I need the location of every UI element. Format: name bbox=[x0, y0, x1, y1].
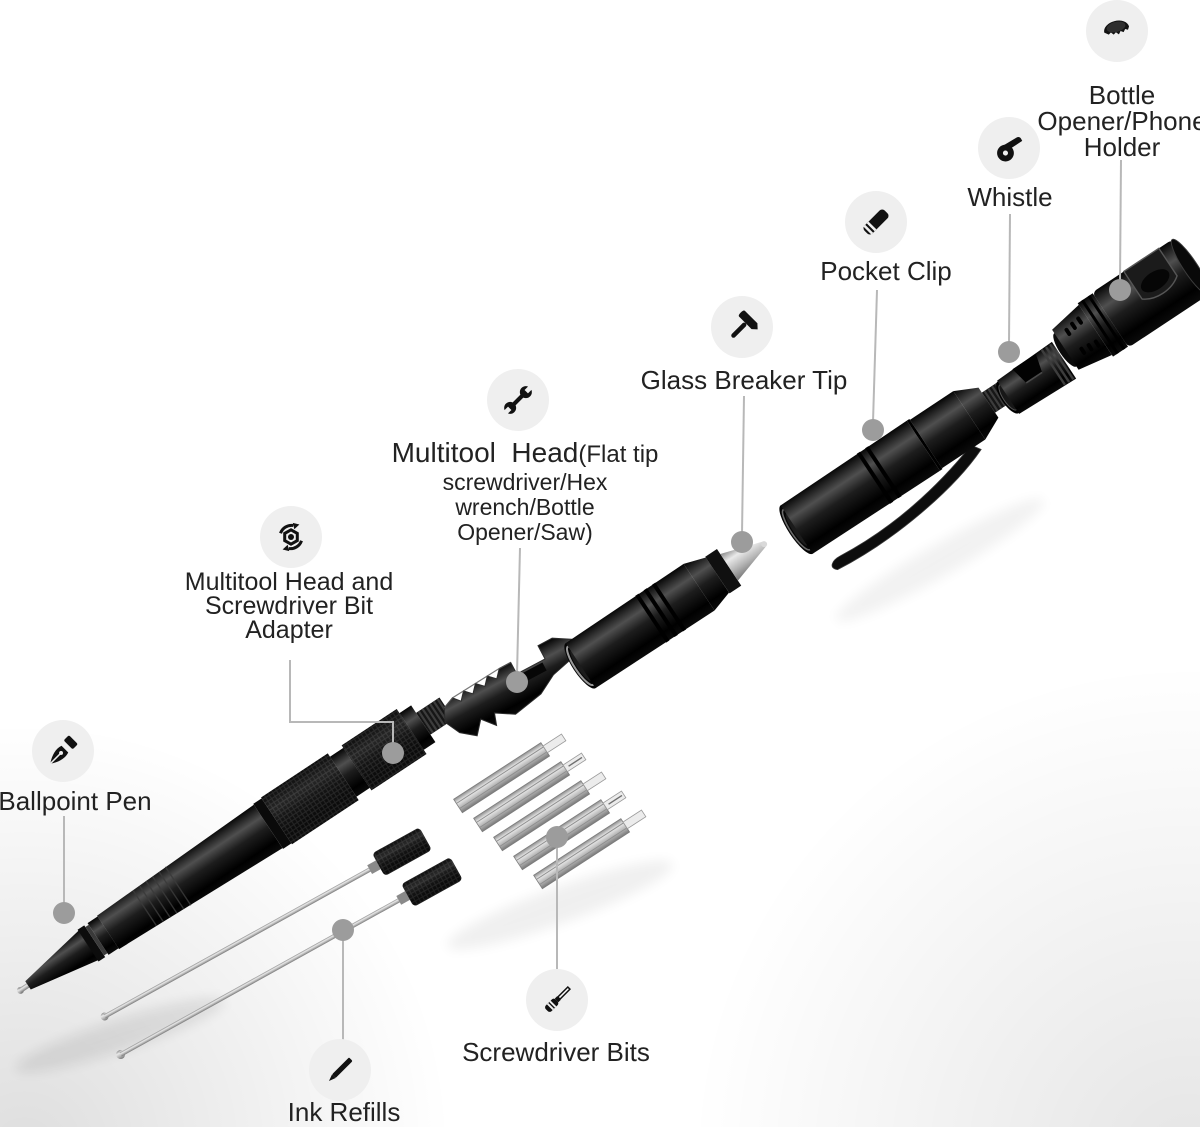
label-pocket-clip: Pocket Clip bbox=[820, 256, 952, 286]
pen-cone bbox=[25, 929, 100, 990]
label-whistle: Whistle bbox=[967, 182, 1053, 212]
label-ballpoint-pen: Ballpoint Pen bbox=[0, 786, 152, 816]
badge-multitool-head bbox=[487, 369, 549, 431]
leader-dots bbox=[53, 279, 1131, 941]
bottle-cap-icon bbox=[1104, 20, 1130, 35]
label-multitool-adapter: Multitool Head and Screwdriver Bit Adapt… bbox=[184, 568, 394, 644]
pen-nib-icon bbox=[49, 735, 78, 765]
badge-ballpoint-pen bbox=[32, 720, 94, 782]
leader-pocket-clip bbox=[872, 289, 878, 423]
dot-pocket-clip bbox=[862, 419, 884, 441]
glass-breaker-cone bbox=[720, 541, 766, 581]
badge-bottle-opener bbox=[1086, 0, 1148, 62]
badge-whistle bbox=[978, 117, 1040, 179]
hammer-icon bbox=[731, 310, 758, 338]
wrench-icon bbox=[503, 385, 533, 415]
badge-pocket-clip bbox=[845, 191, 907, 253]
dot-ink-refills bbox=[332, 919, 354, 941]
label-glass-breaker: Glass Breaker Tip bbox=[640, 365, 848, 395]
ink-refill-2 bbox=[116, 858, 462, 1060]
whistle-icon bbox=[997, 137, 1023, 162]
label-screwdriver-bits: Screwdriver Bits bbox=[462, 1037, 650, 1067]
leader-lines bbox=[63, 159, 1122, 1041]
dot-screwdriver-bits bbox=[546, 826, 568, 848]
badge-glass-breaker bbox=[711, 296, 773, 358]
soft-shadows bbox=[15, 498, 1045, 1073]
dot-ballpoint-pen bbox=[53, 902, 75, 924]
label-bottle-opener: Bottle Opener/Phone Holder bbox=[1037, 80, 1200, 162]
label-ink-refills: Ink Refills bbox=[287, 1097, 401, 1127]
ink-refill-1 bbox=[100, 828, 431, 1021]
pencil-icon bbox=[328, 1057, 353, 1082]
screwdriver-icon bbox=[545, 985, 572, 1012]
pocket-clip-icon bbox=[863, 209, 889, 235]
screwdriver-bits-part bbox=[453, 733, 647, 890]
label-multitool-head: Multitool Head(Flat tip screwdriver/Hex … bbox=[391, 437, 659, 545]
leader-glass-breaker bbox=[741, 395, 745, 535]
leader-multitool-head bbox=[516, 547, 521, 675]
badge-screwdriver-bits bbox=[526, 969, 588, 1031]
pocket-clip-part bbox=[831, 444, 982, 571]
dot-bottle-opener bbox=[1109, 279, 1131, 301]
whistle-part bbox=[996, 341, 1077, 414]
badge-ink-refills bbox=[309, 1039, 371, 1101]
rotating-nut-icon bbox=[279, 522, 303, 552]
leader-bottle-opener bbox=[1119, 159, 1122, 283]
leader-whistle bbox=[1008, 213, 1011, 345]
whistle-slot bbox=[1012, 353, 1043, 383]
badge-multitool-adapter bbox=[260, 506, 322, 568]
dot-multitool-head bbox=[506, 671, 528, 693]
dot-whistle bbox=[998, 341, 1020, 363]
leader-multitool-adapter bbox=[289, 660, 394, 746]
dot-multitool-adapter bbox=[382, 742, 404, 764]
middle-barrel bbox=[564, 541, 768, 689]
dot-glass-breaker bbox=[731, 531, 753, 553]
